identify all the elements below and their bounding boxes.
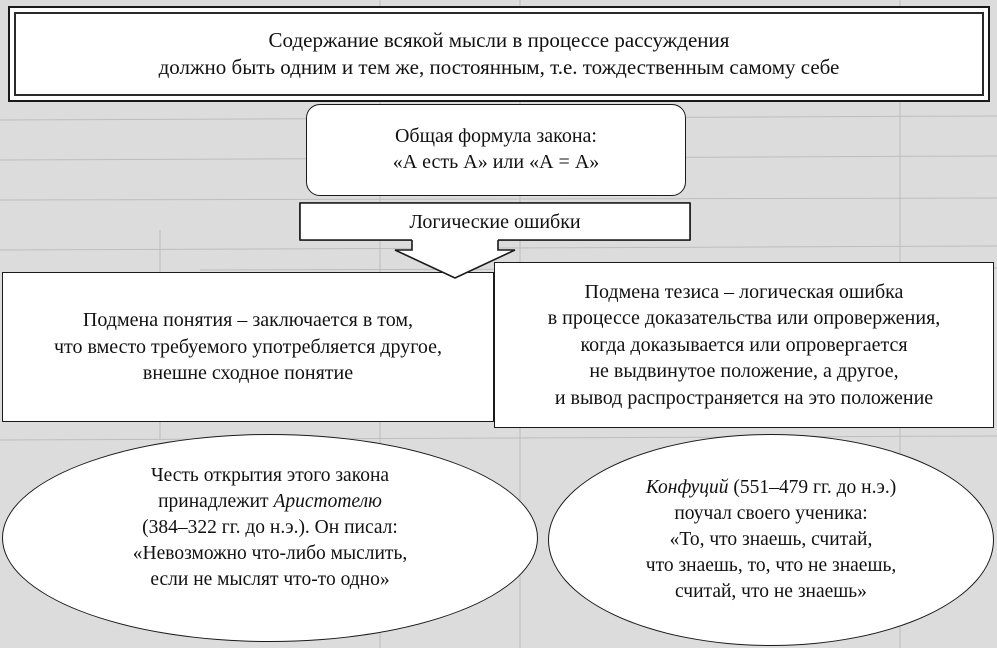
thesis-substitution-box: Подмена тезиса – логическая ошибка в про… — [494, 262, 994, 428]
aristotle-line-2: принадлежит Аристотелю — [158, 489, 382, 515]
aristotle-line-1: Честь открытия этого закона — [150, 465, 390, 487]
aristotle-line-3: (384–322 гг. до н.э.). Он писал: — [142, 517, 398, 539]
concept-line-1: Подмена понятия – заключается в том, — [82, 309, 414, 332]
law-line-2: должно быть одним и тем же, постоянным, … — [158, 55, 840, 79]
aristotle-name: Аристотелю — [273, 491, 382, 513]
thesis-line-3: когда доказывается или опровергается — [580, 333, 908, 356]
confucius-name: Конфуций — [645, 477, 729, 499]
thesis-line-4: не выдвинутое положение, а другое, — [589, 360, 899, 383]
confucius-line-4: что знаешь, то, что не знаешь, — [645, 554, 897, 576]
aristotle-line-4: «Невозможно что-либо мыслить, — [132, 542, 408, 564]
confucius-line-1: Конфуций (551–479 гг. до н.э.) — [646, 475, 896, 501]
concept-substitution-box: Подмена понятия – заключается в том, что… — [2, 272, 494, 422]
confucius-line-5: считай, что не знаешь» — [675, 580, 867, 602]
confucius-line-2: поучал своего ученика: — [674, 503, 868, 525]
confucius-dates: (551–479 гг. до н.э.) — [728, 477, 897, 499]
confucius-ellipse: Конфуций (551–479 гг. до н.э.) поучал св… — [548, 434, 994, 646]
thesis-line-5: и вывод распространяется на это положени… — [554, 386, 934, 409]
aristotle-line-5: если не мыслят что-то одно» — [150, 568, 390, 590]
thesis-line-2: в процессе доказательства или опровержен… — [547, 307, 941, 330]
general-formula-box: Общая формула закона: «А есть А» или «А … — [306, 104, 686, 196]
aristotle-ellipse: Честь открытия этого закона принадлежит … — [2, 434, 538, 642]
concept-line-2: что вместо требуемого употребляется друг… — [53, 335, 443, 358]
thesis-line-1: Подмена тезиса – логическая ошибка — [584, 281, 904, 304]
aristotle-line-2-prefix: принадлежит — [158, 491, 274, 513]
law-of-identity-box: Содержание всякой мысли в процессе рассу… — [8, 6, 990, 102]
formula-line-1: Общая формула закона: — [394, 125, 597, 148]
confucius-line-3: «То, что знаешь, считай, — [669, 529, 873, 551]
law-line-1: Содержание всякой мысли в процессе рассу… — [268, 28, 730, 53]
formula-line-2: «А есть А» или «А = А» — [392, 151, 600, 173]
concept-line-3: внешне сходное понятие — [142, 362, 354, 385]
logical-errors-label: Логические ошибки — [409, 210, 581, 233]
